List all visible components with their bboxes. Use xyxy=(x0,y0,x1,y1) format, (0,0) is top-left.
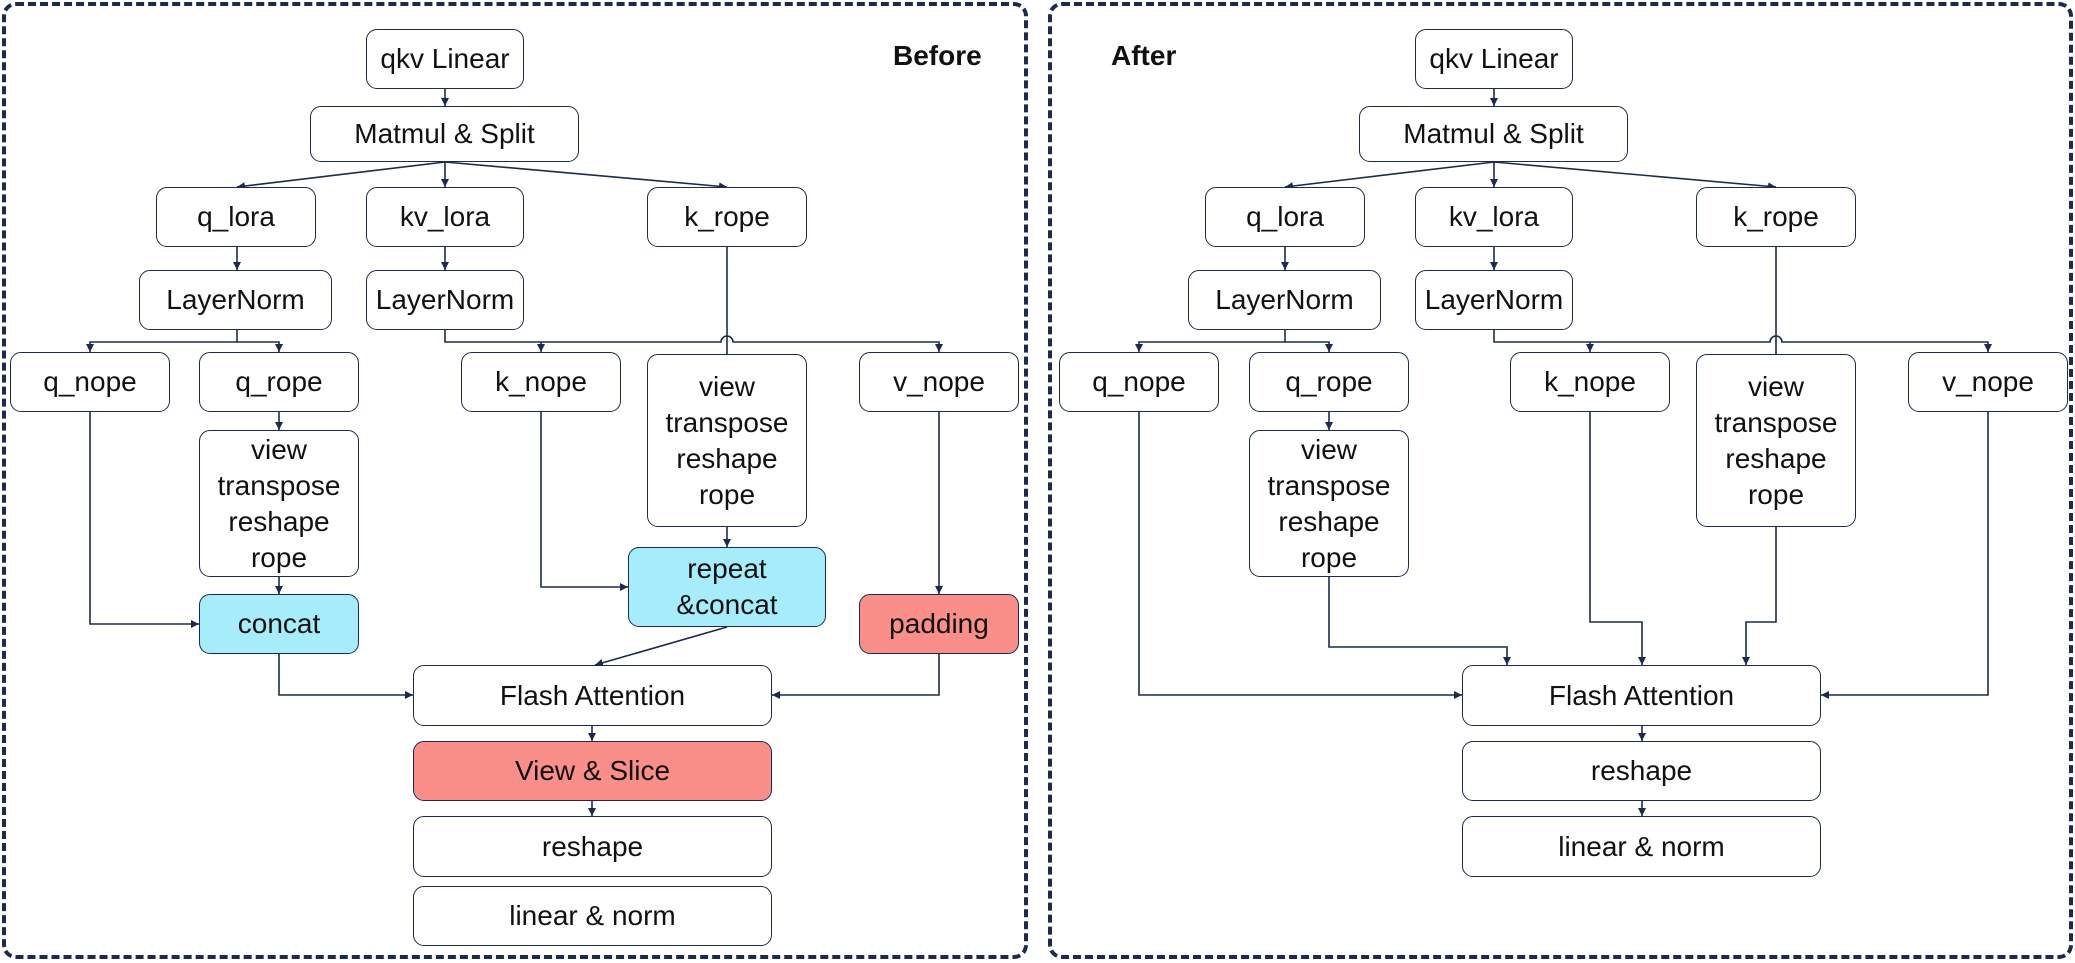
after-reshape-node: reshape xyxy=(1462,741,1821,801)
before-linear-norm-node: linear & norm xyxy=(413,886,772,946)
before-q-rope-node: q_rope xyxy=(199,352,359,412)
before-q-lora-node: q_lora xyxy=(156,187,316,247)
edge xyxy=(1589,412,1646,665)
after-title: After xyxy=(1111,40,1177,71)
before-v-nope-node: v_nope xyxy=(859,352,1019,412)
after-kv-layernorm-node: LayerNorm xyxy=(1415,270,1573,330)
edge xyxy=(444,330,943,352)
before-title: Before xyxy=(893,40,982,71)
edge xyxy=(278,654,413,699)
before-q-layernorm-node: LayerNorm xyxy=(139,270,332,330)
before-k-rope-ops-node: view transpose reshape rope xyxy=(647,354,807,527)
before-qkv-linear-node: qkv Linear xyxy=(366,29,524,89)
edge xyxy=(1135,330,1286,352)
before-k-rope-node: k_rope xyxy=(647,187,807,247)
before-view-slice-node: View & Slice xyxy=(413,741,772,801)
after-k-nope-node: k_nope xyxy=(1510,352,1670,412)
before-q-rope-ops-node: view transpose reshape rope xyxy=(199,430,359,577)
edge xyxy=(772,654,940,699)
before-reshape-node: reshape xyxy=(413,816,772,877)
after-k-rope-ops-node: view transpose reshape rope xyxy=(1696,354,1856,527)
after-q-lora-node: q_lora xyxy=(1205,187,1365,247)
after-panel xyxy=(1048,2,2073,959)
before-matmul-split-node: Matmul & Split xyxy=(310,106,579,162)
after-qkv-linear-node: qkv Linear xyxy=(1415,29,1573,89)
edge xyxy=(540,412,628,591)
after-v-nope-node: v_nope xyxy=(1908,352,2068,412)
after-q-rope-node: q_rope xyxy=(1249,352,1409,412)
edge xyxy=(1328,577,1511,665)
edge xyxy=(236,161,446,191)
after-matmul-split-node: Matmul & Split xyxy=(1359,106,1628,162)
after-q-nope-node: q_nope xyxy=(1059,352,1219,412)
edge xyxy=(594,626,728,667)
after-kv-lora-node: kv_lora xyxy=(1415,187,1573,247)
after-flash-attention-node: Flash Attention xyxy=(1462,665,1821,726)
edge xyxy=(1493,161,1777,191)
edge xyxy=(89,412,199,628)
before-flash-attention-node: Flash Attention xyxy=(413,665,772,726)
edge xyxy=(237,341,283,352)
before-concat-node: concat xyxy=(199,594,359,654)
edge xyxy=(1742,527,1777,665)
after-q-rope-ops-node: view transpose reshape rope xyxy=(1249,430,1409,577)
edge xyxy=(1493,330,1992,352)
before-kv-layernorm-node: LayerNorm xyxy=(366,270,524,330)
after-q-layernorm-node: LayerNorm xyxy=(1188,270,1381,330)
before-q-nope-node: q_nope xyxy=(10,352,170,412)
before-kv-lora-node: kv_lora xyxy=(366,187,524,247)
before-k-nope-node: k_nope xyxy=(461,352,621,412)
edge xyxy=(86,330,238,352)
edge xyxy=(1138,412,1462,699)
before-panel xyxy=(2,2,1028,959)
after-linear-norm-node: linear & norm xyxy=(1462,816,1821,877)
before-padding-node: padding xyxy=(859,594,1019,654)
edge xyxy=(1821,412,1989,699)
edge xyxy=(1285,341,1333,352)
edge xyxy=(444,161,728,191)
after-k-rope-node: k_rope xyxy=(1696,187,1856,247)
edge xyxy=(1284,161,1495,191)
before-repeat-concat-node: repeat &concat xyxy=(628,547,826,627)
